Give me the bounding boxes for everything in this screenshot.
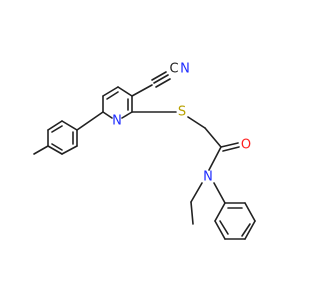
bond-pyridine [102, 86, 119, 97]
bond-nitrile [151, 71, 167, 81]
bond-phenyl [244, 220, 256, 240]
bond-methyl [33, 145, 49, 155]
bond-pyridine [102, 111, 113, 119]
bond-phenyl-double [219, 220, 229, 235]
bond-biaryl [76, 111, 104, 131]
bond-pyridine [121, 111, 133, 119]
bond-carbonyl [220, 142, 239, 148]
bond-ch2-co [204, 127, 222, 148]
atom-label-nitrile-n: N [180, 62, 190, 77]
bonds [33, 71, 256, 240]
bond-carbonyl [222, 146, 240, 152]
bond-n-phenyl [213, 182, 226, 204]
bond-nitrile [153, 74, 169, 84]
bond-pyridine-double [106, 91, 119, 100]
bond-co-n [208, 146, 222, 171]
bond-phenyl [244, 202, 256, 222]
bond-phenyl [214, 202, 226, 222]
bond-tolyl-double [51, 125, 63, 133]
bond-phenyl-double [241, 223, 251, 237]
bond-tolyl [47, 120, 63, 131]
atom-label-pyridine-n: N [112, 114, 122, 129]
atom-label-amide-n: N [203, 170, 213, 185]
bond-nitrile [155, 78, 171, 88]
bond-tolyl [61, 145, 78, 155]
atom-label-nitrile-c: C [169, 62, 178, 77]
bond-pyridine [117, 86, 133, 97]
atom-labels: C N N S O N [112, 62, 251, 185]
bond-ethyl [190, 201, 194, 225]
molecule-structure: C N N S O N [33, 62, 256, 240]
bond-n-ethyl [190, 182, 203, 203]
bond-phenyl [214, 220, 226, 240]
bond-tolyl-double [51, 143, 63, 151]
bond-tolyl [47, 145, 63, 155]
molecule-canvas: C N N S O N [33, 62, 256, 240]
atom-label-sulfur: S [178, 105, 186, 120]
bond-nitrile [131, 84, 153, 97]
bond-s-ch2 [187, 116, 206, 129]
bond-tolyl [61, 120, 78, 131]
atom-label-carbonyl-o: O [241, 138, 251, 153]
